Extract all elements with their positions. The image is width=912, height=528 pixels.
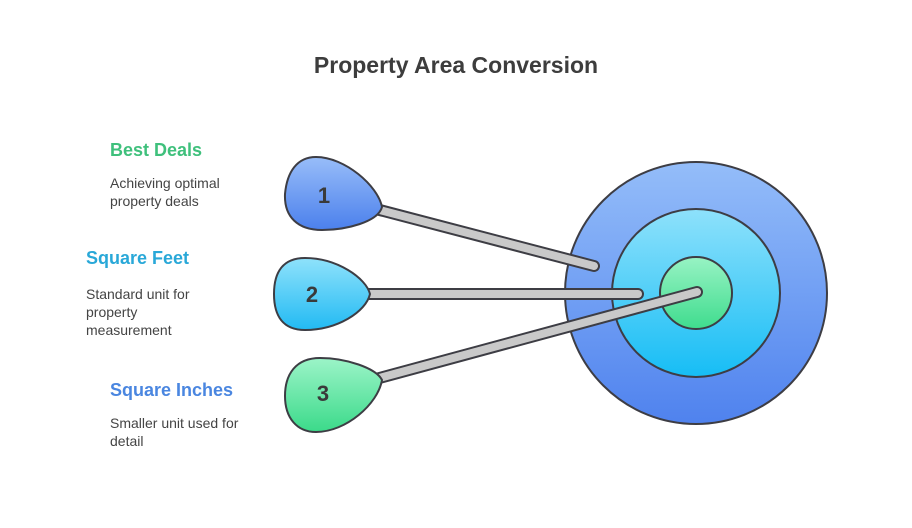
marker-3-number: 3 [317,381,329,406]
arrow-shafts [354,202,703,386]
marker-2-number: 2 [306,282,318,307]
marker-3: 3 [283,356,384,434]
item-1-title: Best Deals [110,140,203,160]
marker-3-shape [283,356,384,434]
item-1-description: Achieving optimal property deals [110,175,220,209]
item-3-title: Square Inches [110,380,234,400]
marker-1-number: 1 [318,183,330,208]
page-title: Property Area Conversion [313,52,599,78]
marker-2: 2 [272,256,372,332]
item-3-description: Smaller unit used for detail [110,415,239,449]
marker-1: 1 [283,155,384,232]
shaft-3-fill [368,288,701,384]
shaft-1-fill [368,204,598,270]
item-2-description: Standard unit for property measurement [86,286,190,338]
marker-2-shape [272,256,372,332]
marker-1-shape [283,155,384,232]
item-2-title: Square Feet [86,248,190,268]
